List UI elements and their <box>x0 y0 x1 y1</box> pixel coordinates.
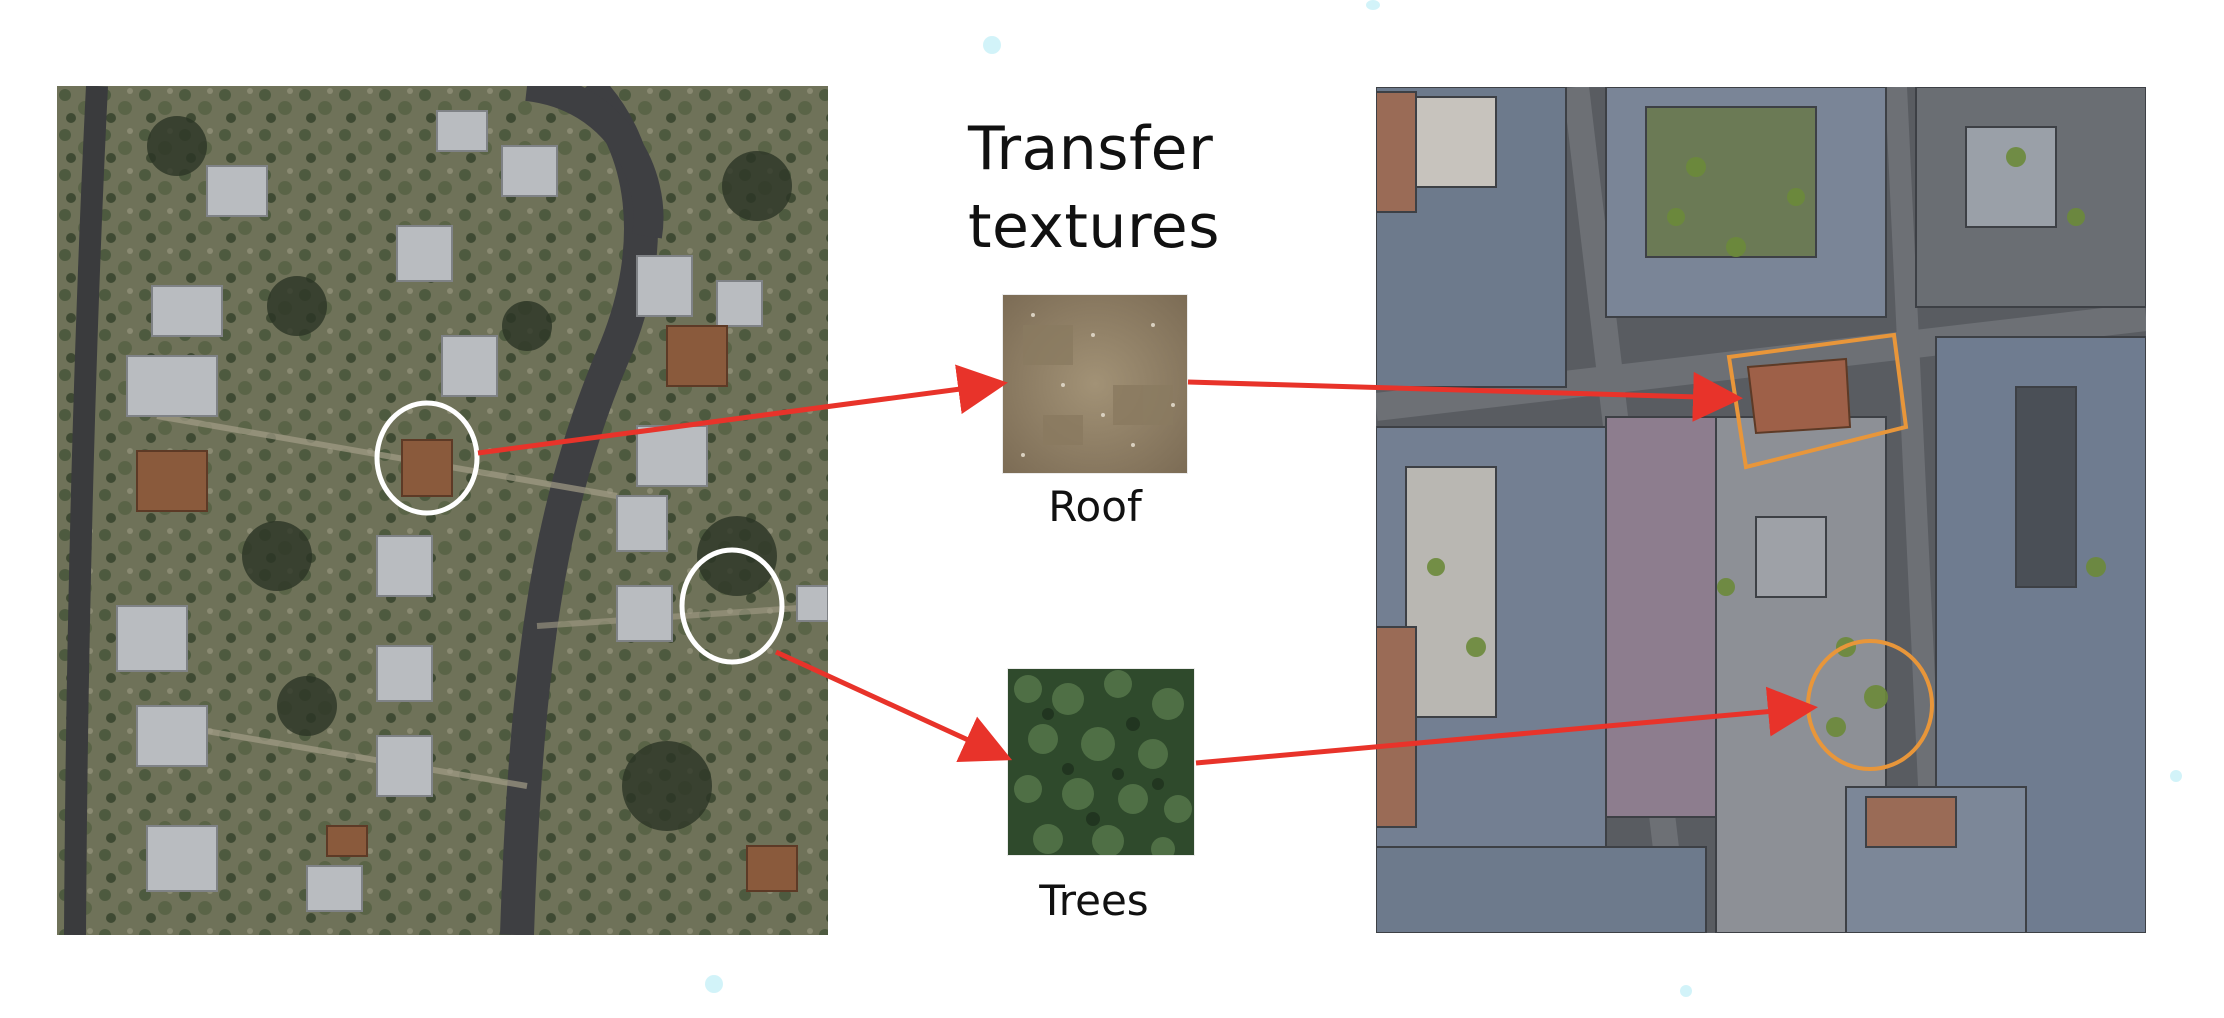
city-render <box>1376 87 2146 933</box>
satellite-photo <box>57 86 828 935</box>
decorative-dot <box>1366 0 1380 10</box>
roof-source-marker <box>374 400 480 516</box>
trees-texture-image <box>1008 669 1194 855</box>
decorative-dot <box>983 36 1001 54</box>
trees-label: Trees <box>1039 876 1149 925</box>
decorative-dot <box>2170 770 2182 782</box>
roof-texture-swatch <box>1003 295 1187 473</box>
roof-label: Roof <box>1048 482 1142 531</box>
decorative-dot <box>1680 985 1692 997</box>
trees-source-marker <box>679 547 785 665</box>
roof-target-marker <box>1726 332 1909 470</box>
city-render-image <box>1376 87 2146 933</box>
decorative-dot <box>705 975 723 993</box>
satellite-photo-image <box>57 86 828 935</box>
trees-texture-swatch <box>1008 669 1194 855</box>
roof-texture-image <box>1003 295 1187 473</box>
page-title: Transfer textures <box>968 114 1220 262</box>
